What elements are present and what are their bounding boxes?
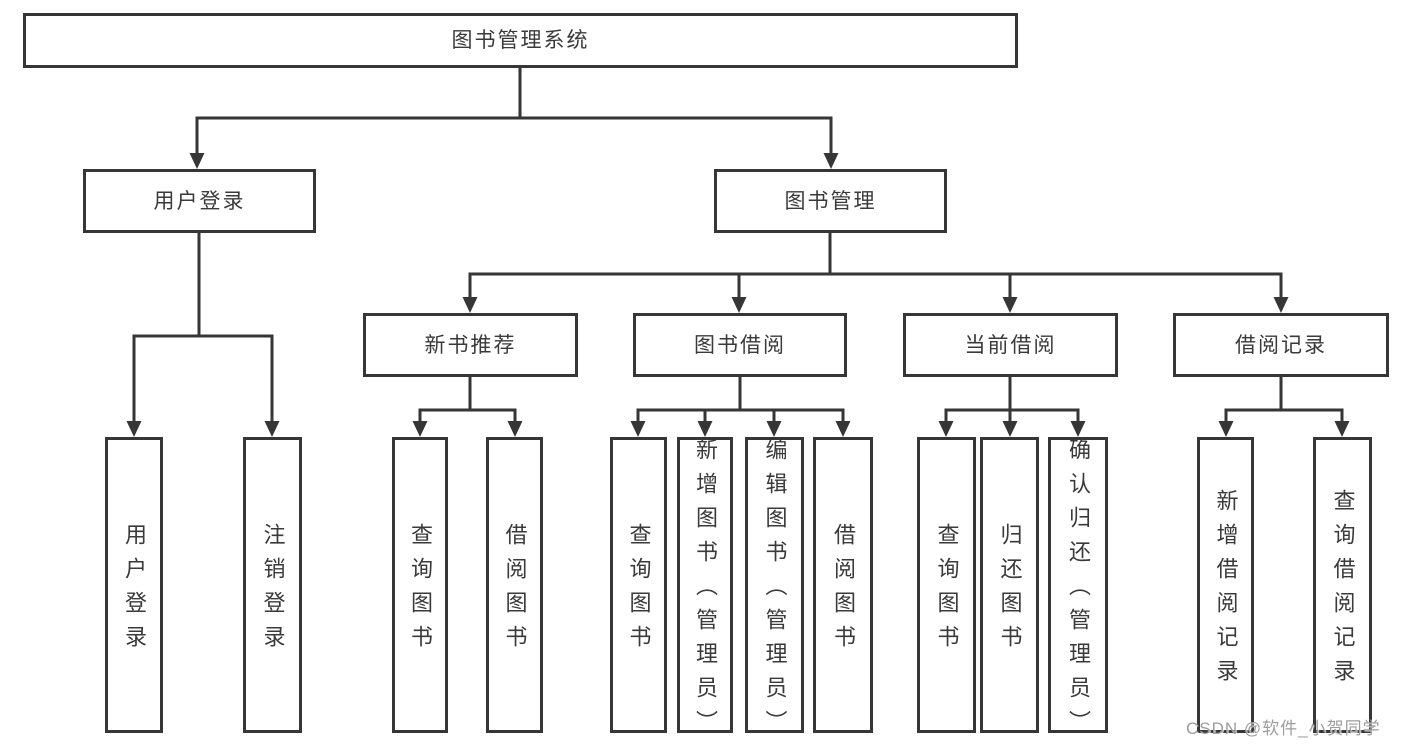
node-label: 查询图书: [934, 523, 960, 659]
node-label: 借阅图书: [831, 523, 856, 659]
watermark: CSDN @软件_小贺同学: [1186, 719, 1381, 738]
leaf-add-borrow-record: 新增借阅记录: [1197, 437, 1254, 733]
node-label: 当前借阅: [964, 333, 1057, 357]
node-label: 借阅图书: [502, 523, 528, 659]
leaf-search-books-recommend: 查询图书: [392, 437, 448, 733]
node-label: 注销登录: [260, 523, 286, 659]
node-label: 编辑图书（管理员）: [762, 438, 788, 744]
leaf-confirm-return-admin: 确认归还（管理员）: [1048, 437, 1108, 744]
leaf-borrow-books-recommend: 借阅图书: [486, 437, 543, 733]
node-label: 新增借阅记录: [1213, 489, 1239, 693]
node-label: 归还图书: [997, 523, 1023, 659]
node-borrowing-records: 借阅记录: [1173, 313, 1389, 377]
node-label: 用户登录: [122, 523, 147, 659]
node-label: 新增图书（管理员）: [693, 438, 718, 744]
leaf-add-books-admin: 新增图书（管理员）: [677, 437, 733, 744]
node-label: 图书管理系统: [451, 29, 590, 52]
leaf-search-borrow-record: 查询借阅记录: [1313, 437, 1372, 733]
connector-edges: [132, 68, 1344, 421]
node-new-book-recommendation: 新书推荐: [363, 313, 578, 377]
node-label: 确认归还（管理员）: [1066, 438, 1091, 744]
leaf-return-books: 归还图书: [980, 437, 1039, 733]
node-label: 借阅记录: [1235, 333, 1327, 357]
node-book-management-system: 图书管理系统: [23, 13, 1018, 68]
leaf-logout: 注销登录: [243, 437, 302, 733]
node-label: 用户登录: [153, 189, 246, 213]
node-label: 查询图书: [626, 523, 652, 659]
node-user-login: 用户登录: [83, 169, 316, 233]
node-label: 图书借阅: [694, 333, 786, 357]
node-label: 图书管理: [784, 189, 877, 213]
leaf-edit-books-admin: 编辑图书（管理员）: [745, 437, 804, 744]
node-current-borrowing: 当前借阅: [903, 313, 1118, 377]
node-label: 查询借阅记录: [1330, 489, 1356, 693]
leaf-user-login: 用户登录: [105, 437, 163, 733]
leaf-borrow-books-borrowing: 借阅图书: [813, 437, 873, 733]
node-label: 新书推荐: [424, 333, 517, 357]
node-book-borrowing: 图书借阅: [633, 313, 847, 377]
node-book-management: 图书管理: [714, 169, 947, 233]
leaf-search-books-borrowing: 查询图书: [610, 437, 667, 733]
leaf-search-books-current: 查询图书: [917, 437, 976, 733]
node-label: 查询图书: [408, 523, 433, 659]
